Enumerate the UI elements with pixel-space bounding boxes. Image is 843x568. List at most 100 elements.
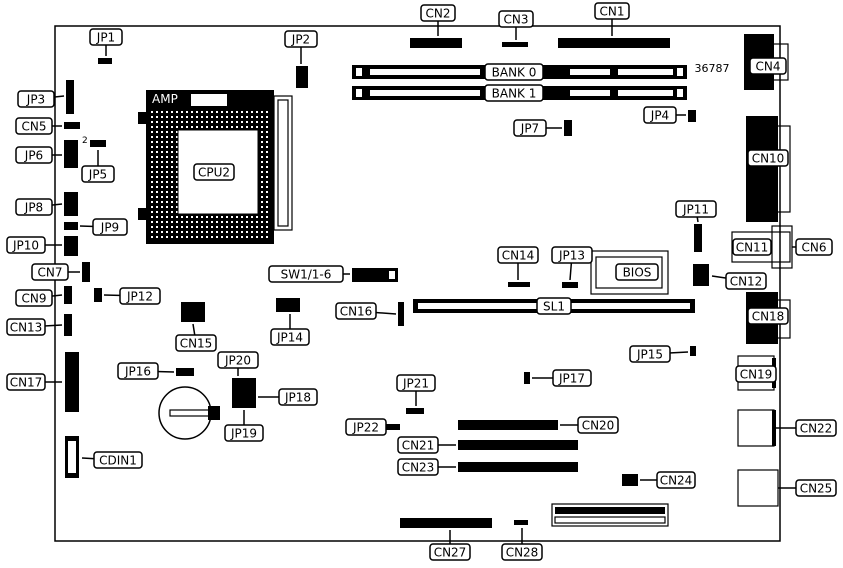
label-jp10: JP10 [6, 236, 62, 254]
label-text-cn21: CN21 [402, 439, 435, 453]
label-jp11: JP11 [675, 200, 717, 223]
label-text-sl1: SL1 [543, 300, 565, 314]
pin-2-marker: 2 [82, 136, 88, 146]
label-text-cn15: CN15 [180, 337, 213, 351]
label-cn19: CN19 [735, 365, 777, 383]
jp14-jumper [276, 298, 300, 312]
jp11-jumper [694, 224, 702, 252]
jp10-jumper [64, 236, 78, 256]
cn27-header [400, 518, 492, 528]
label-text-jp20: JP20 [224, 354, 251, 368]
label-cn20: CN20 [560, 416, 619, 434]
label-bank0: BANK 0 [484, 63, 544, 81]
label-jp1: JP1 [89, 28, 123, 56]
jp4-jumper [688, 110, 696, 122]
label-text-jp8: JP8 [24, 201, 43, 215]
label-cn2: CN2 [420, 4, 456, 36]
label-text-jp9: JP9 [100, 221, 119, 235]
label-jp5: JP5 [81, 150, 115, 183]
label-text-jp10: JP10 [12, 239, 39, 253]
label-text-bank0: BANK 0 [492, 66, 537, 80]
label-jp2: JP2 [284, 30, 318, 64]
cn5-header [64, 122, 80, 129]
cn17-header [65, 352, 79, 412]
label-cn4: CN4 [749, 57, 787, 75]
jp21-jumper [406, 408, 424, 414]
label-text-jp3: JP3 [26, 93, 45, 107]
label-cn23: CN23 [397, 458, 456, 476]
label-cpu2: CPU2 [193, 163, 235, 181]
label-text-cn25: CN25 [800, 482, 833, 496]
label-cn12: CN12 [711, 272, 767, 290]
label-text-bank1: BANK 1 [492, 87, 537, 101]
label-jp4: JP4 [643, 106, 686, 124]
label-jp20: JP20 [217, 351, 259, 376]
label-jp7: JP7 [513, 119, 562, 137]
label-text-cn13: CN13 [10, 321, 43, 335]
label-cn10: CN10 [747, 149, 789, 167]
label-text-cn17: CN17 [10, 376, 43, 390]
label-cn1: CN1 [594, 2, 630, 36]
jp3-jumper [66, 80, 74, 114]
label-jp18: JP18 [258, 388, 318, 406]
label-text-cn18: CN18 [752, 310, 785, 324]
label-text-jp6: JP6 [24, 149, 43, 163]
label-cn13: CN13 [6, 318, 63, 336]
label-bios: BIOS [615, 263, 659, 281]
label-text-cn11: CN11 [736, 241, 769, 255]
cn25-port [737, 469, 779, 507]
label-text-cn3: CN3 [504, 13, 529, 27]
label-text-jp15: JP15 [636, 348, 663, 362]
label-cn28: CN28 [501, 528, 543, 561]
label-text-cn6: CN6 [802, 241, 827, 255]
cn12-header [693, 264, 709, 286]
label-sw1: SW1/1-6 [268, 265, 350, 283]
jp2-jumper [296, 66, 308, 88]
label-jp9: JP9 [79, 218, 128, 236]
jp13-jumper [562, 282, 578, 288]
label-text-cn24: CN24 [660, 474, 693, 488]
label-text-cn22: CN22 [800, 422, 833, 436]
cn22-port [737, 409, 776, 447]
label-cn17: CN17 [6, 373, 62, 391]
cn13-header [64, 314, 72, 336]
amp-marking: AMP [152, 92, 178, 106]
label-text-cn5: CN5 [22, 120, 47, 134]
label-cn6: CN6 [792, 238, 833, 256]
label-text-cn23: CN23 [402, 461, 435, 475]
label-text-jp18: JP18 [284, 391, 311, 405]
label-text-jp21: JP21 [402, 377, 429, 391]
label-text-cn27: CN27 [434, 546, 467, 560]
jp12-jumper [94, 288, 102, 302]
label-jp15: JP15 [629, 345, 689, 363]
label-text-cn28: CN28 [506, 546, 539, 560]
label-text-jp22: JP22 [352, 421, 379, 435]
label-cdin1: CDIN1 [81, 451, 143, 469]
label-text-jp13: JP13 [558, 249, 585, 263]
cn7-header [82, 262, 90, 282]
label-text-jp4: JP4 [650, 109, 669, 123]
label-text-cn7: CN7 [38, 266, 63, 280]
cn21-header [458, 440, 578, 450]
jp9-jumper [64, 222, 78, 230]
cn16-header [398, 302, 404, 326]
label-text-jp12: JP12 [126, 290, 153, 304]
label-text-bios: BIOS [623, 266, 652, 280]
label-text-cn19: CN19 [740, 368, 773, 382]
label-text-cn12: CN12 [730, 275, 763, 289]
label-text-jp17: JP17 [558, 372, 585, 386]
label-text-cpu2: CPU2 [198, 166, 230, 180]
jp7-jumper [564, 120, 572, 136]
label-text-jp14: JP14 [276, 331, 303, 345]
cn10-port [746, 116, 791, 222]
cn9-header [64, 286, 72, 304]
label-cn25: CN25 [778, 479, 837, 497]
sw1-dip-switch [352, 268, 398, 282]
cn23-header [458, 462, 578, 472]
label-jp22: JP22 [345, 418, 387, 436]
label-jp13: JP13 [551, 246, 593, 281]
label-text-cn16: CN16 [340, 305, 373, 319]
jp15-jumper [690, 346, 696, 356]
label-cn21: CN21 [397, 436, 456, 454]
